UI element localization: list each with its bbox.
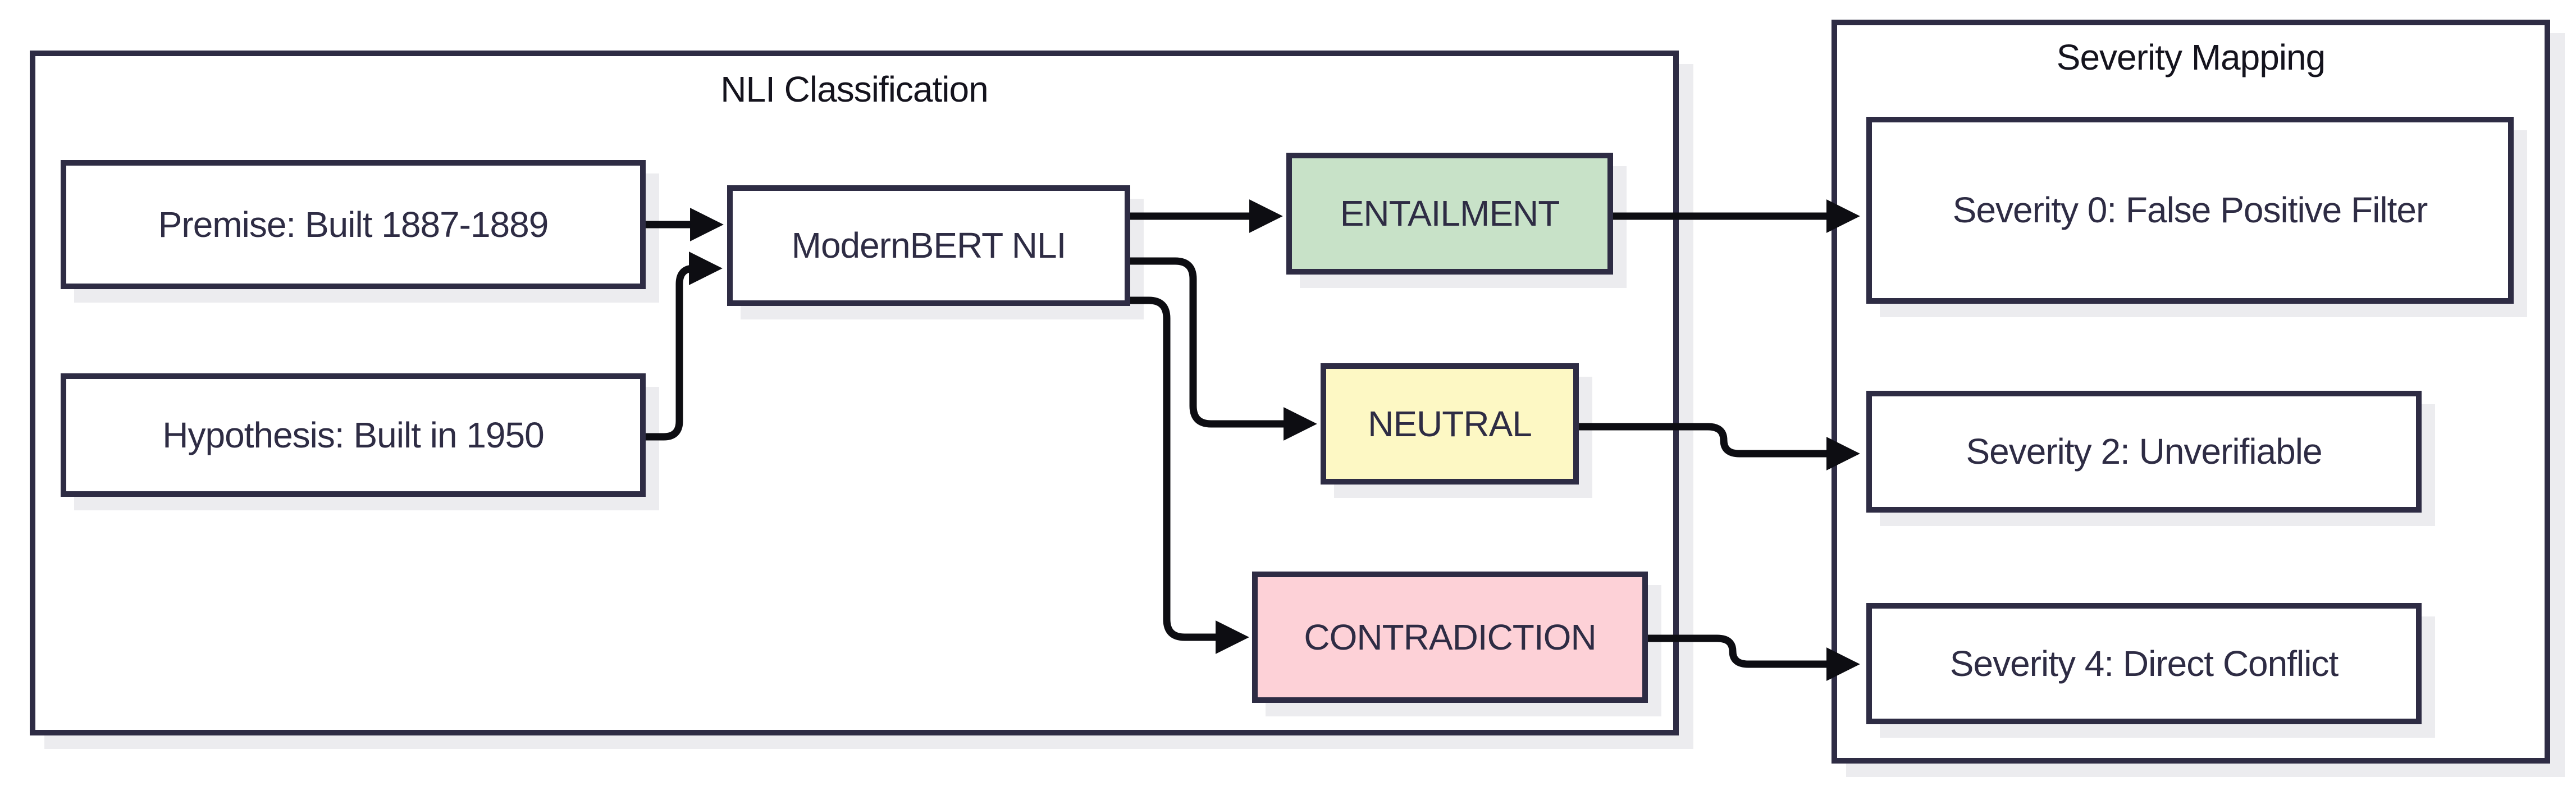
node-hypothesis: Hypothesis: Built in 1950: [61, 373, 646, 497]
node-premise: Premise: Built 1887-1889: [61, 160, 646, 289]
group-nli-title: NLI Classification: [720, 69, 988, 109]
node-contradiction: CONTRADICTION: [1252, 572, 1648, 703]
group-severity-title: Severity Mapping: [2056, 37, 2326, 77]
node-severity-0-false-positive-filter: Severity 0: False Positive Filter: [1866, 117, 2514, 304]
node-hypothesis-label: Hypothesis: Built in 1950: [162, 414, 544, 455]
node-severity-2-unverifiable: Severity 2: Unverifiable: [1866, 391, 2422, 513]
node-entailment-label: ENTAILMENT: [1340, 193, 1560, 234]
node-contradiction-label: CONTRADICTION: [1304, 616, 1596, 657]
node-severity-4-direct-conflict: Severity 4: Direct Conflict: [1866, 603, 2422, 724]
node-premise-label: Premise: Built 1887-1889: [158, 204, 549, 245]
node-modernbert-nli: ModernBERT NLI: [727, 185, 1130, 306]
node-neutral-label: NEUTRAL: [1368, 403, 1532, 444]
node-entailment: ENTAILMENT: [1286, 153, 1613, 275]
node-modernbert-nli-label: ModernBERT NLI: [791, 225, 1067, 266]
node-severity-0-label: Severity 0: False Positive Filter: [1952, 190, 2428, 231]
node-neutral: NEUTRAL: [1321, 363, 1579, 485]
node-severity-4-label: Severity 4: Direct Conflict: [1949, 643, 2339, 684]
node-severity-2-label: Severity 2: Unverifiable: [1966, 431, 2322, 472]
